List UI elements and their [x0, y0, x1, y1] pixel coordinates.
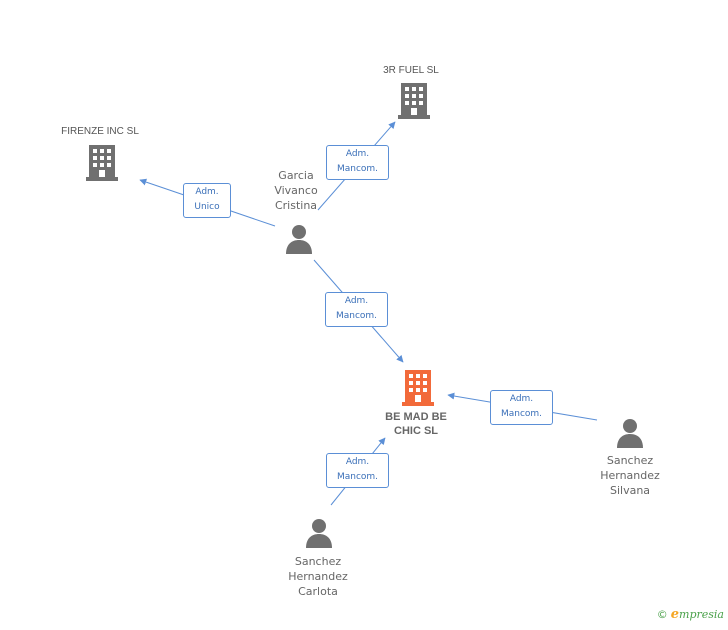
person-icon[interactable] — [615, 418, 645, 448]
main-company-building-icon[interactable] — [402, 370, 434, 406]
relation-role: Adm. — [344, 296, 369, 306]
person-name-line: Sanchez — [294, 555, 342, 568]
person-name-carlota[interactable]: Sanchez Hernandez Carlota — [276, 554, 360, 599]
relation-label-garcia-main[interactable]: Adm. Mancom. — [325, 292, 388, 327]
person-name-line: Hernandez — [600, 469, 660, 482]
building-icon[interactable] — [398, 83, 430, 119]
relation-role-detail: Mancom. — [336, 472, 379, 482]
person-name-line: Cristina — [274, 199, 318, 212]
person-name-garcia[interactable]: Garcia Vivanco Cristina — [256, 168, 336, 213]
relation-role: Adm. — [195, 187, 219, 197]
person-name-line: Hernandez — [288, 570, 348, 583]
relation-role-detail: Mancom. — [335, 311, 378, 321]
relation-label-garcia-firenze[interactable]: Adm. Unico — [183, 183, 231, 218]
person-name-line: Carlota — [298, 585, 338, 598]
main-company-name[interactable]: BE MAD BE CHIC SL — [385, 411, 447, 437]
person-icon[interactable] — [304, 518, 334, 548]
person-name-line: Vivanco — [274, 184, 318, 197]
relation-role: Adm. — [345, 149, 370, 159]
person-name-line: Garcia — [278, 169, 314, 182]
relation-label-garcia-fuel[interactable]: Adm. Mancom. — [326, 145, 389, 180]
copyright-icon: © — [656, 608, 668, 621]
empresia-brand[interactable]: ©empresia — [657, 607, 724, 622]
relation-role-detail: Mancom. — [500, 409, 543, 419]
person-name-line: Sanchez — [606, 454, 654, 467]
relation-label-silvana-main[interactable]: Adm. Mancom. — [490, 390, 553, 425]
relation-label-carlota-main[interactable]: Adm. Mancom. — [326, 453, 389, 488]
relation-role: Adm. — [509, 394, 534, 404]
company-name-fuel[interactable]: 3R FUEL SL — [383, 65, 439, 76]
brand-name: mpresia — [679, 608, 724, 621]
relation-role-detail: Mancom. — [336, 164, 379, 174]
brand-initial: e — [670, 607, 680, 622]
relation-role-detail: Unico — [194, 202, 220, 212]
person-name-silvana[interactable]: Sanchez Hernandez Silvana — [588, 453, 672, 498]
company-name-firenze[interactable]: FIRENZE INC SL — [61, 126, 139, 137]
building-icon[interactable] — [86, 145, 118, 181]
relation-role: Adm. — [345, 457, 370, 467]
person-name-line: Silvana — [609, 484, 651, 497]
person-icon[interactable] — [284, 224, 314, 254]
